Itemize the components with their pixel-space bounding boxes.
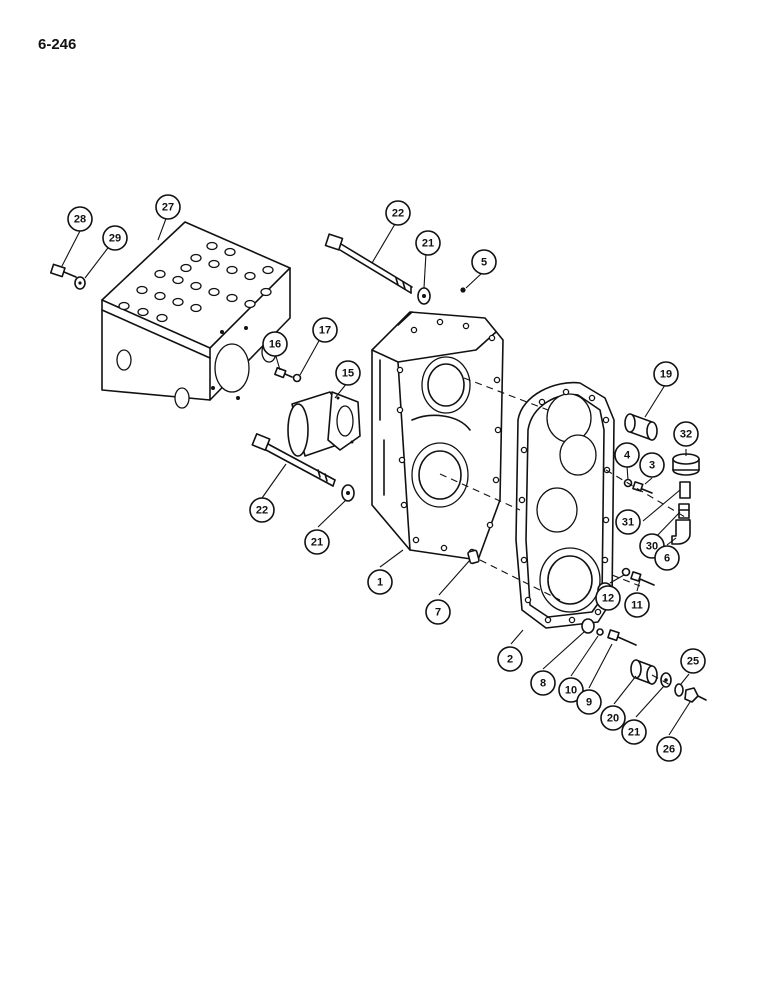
gear-case-1-part [371,311,504,561]
leader-lines [61,215,691,736]
callout-22: 22 [249,497,275,523]
callout-label: 4 [624,450,631,462]
callout-label: 9 [586,697,592,709]
callout-label: 21 [422,238,434,250]
callout-12: 12 [595,585,621,611]
callout-21: 21 [415,230,441,256]
callout-label: 22 [392,208,404,220]
washer-21-mid-part [341,484,355,502]
dowel-7-part [467,549,480,565]
callout-label: 26 [663,744,675,756]
callout-label: 21 [628,727,640,739]
flanged-tube-15-part [287,391,361,457]
breather-cap-32-part [672,453,700,476]
callout-8: 8 [530,670,556,696]
callout-3: 3 [639,452,665,478]
callout-label: 11 [631,600,643,612]
callout-label: 8 [540,678,546,690]
long-bolt-22-bottom-part [251,433,336,487]
callout-label: 5 [481,257,487,269]
washer-21-right-part [660,672,672,688]
callout-label: 1 [377,577,383,589]
callout-28: 28 [67,206,93,232]
callout-5: 5 [471,249,497,275]
nut-26-part [684,687,707,703]
bushing-8-part [581,618,595,634]
callout-label: 17 [319,325,331,337]
callout-label: 28 [74,214,86,226]
callout-label: 32 [680,429,692,441]
page-number: 6-246 [38,36,77,53]
callout-label: 7 [435,607,441,619]
callout-29: 29 [102,225,128,251]
callout-label: 12 [602,593,614,605]
callout-4: 4 [614,442,640,468]
fitting-31-part [679,481,691,499]
adapter-30-part [678,503,690,519]
callout-label: 15 [342,368,354,380]
callout-16: 16 [262,331,288,357]
callout-7: 7 [425,599,451,625]
callout-6: 6 [654,545,680,571]
callout-label: 25 [687,656,699,668]
callout-15: 15 [335,360,361,386]
callout-label: 22 [256,505,268,517]
washer-17-part [292,373,302,383]
bolt-11-part [630,571,655,586]
callout-22: 22 [385,200,411,226]
callout-label: 19 [660,369,672,381]
callout-2: 2 [497,646,523,672]
bolt-3-part [632,481,653,494]
washer-21-top-part [417,287,431,305]
callout-label: 20 [607,713,619,725]
washer-10-part [596,628,604,636]
callout-21: 21 [621,719,647,745]
pin-5-part [460,287,466,293]
callout-label: 6 [664,553,670,565]
callout-label: 31 [622,517,634,529]
washer-12-part [621,567,631,577]
callout-25: 25 [680,648,706,674]
spacer-20-part [630,659,658,685]
callout-17: 17 [312,317,338,343]
washer-25-part [674,683,684,697]
callout-26: 26 [656,736,682,762]
callout-10: 10 [558,677,584,703]
long-bolt-22-top-part [324,233,413,294]
callout-27: 27 [155,194,181,220]
elbow-6-part [671,519,691,545]
bolt-16-part [274,367,293,379]
callout-9: 9 [576,689,602,715]
sleeve-19-part [624,413,658,441]
callout-31: 31 [615,509,641,535]
cover-box-part [101,221,291,409]
callout-19: 19 [653,361,679,387]
callout-21: 21 [304,529,330,555]
callout-label: 10 [565,685,577,697]
callout-label: 21 [311,537,323,549]
callout-label: 29 [109,233,121,245]
callout-11: 11 [624,592,650,618]
callout-label: 16 [269,339,281,351]
callout-label: 3 [649,460,655,472]
callout-1: 1 [367,569,393,595]
callout-label: 27 [162,202,174,214]
callout-label: 2 [507,654,513,666]
washer-29-part [74,276,86,290]
bolt-9-part [607,629,637,646]
callout-32: 32 [673,421,699,447]
assembly-lines [439,377,691,687]
callout-label: 30 [646,541,658,553]
callout-20: 20 [600,705,626,731]
bolt-28-part [49,263,77,278]
